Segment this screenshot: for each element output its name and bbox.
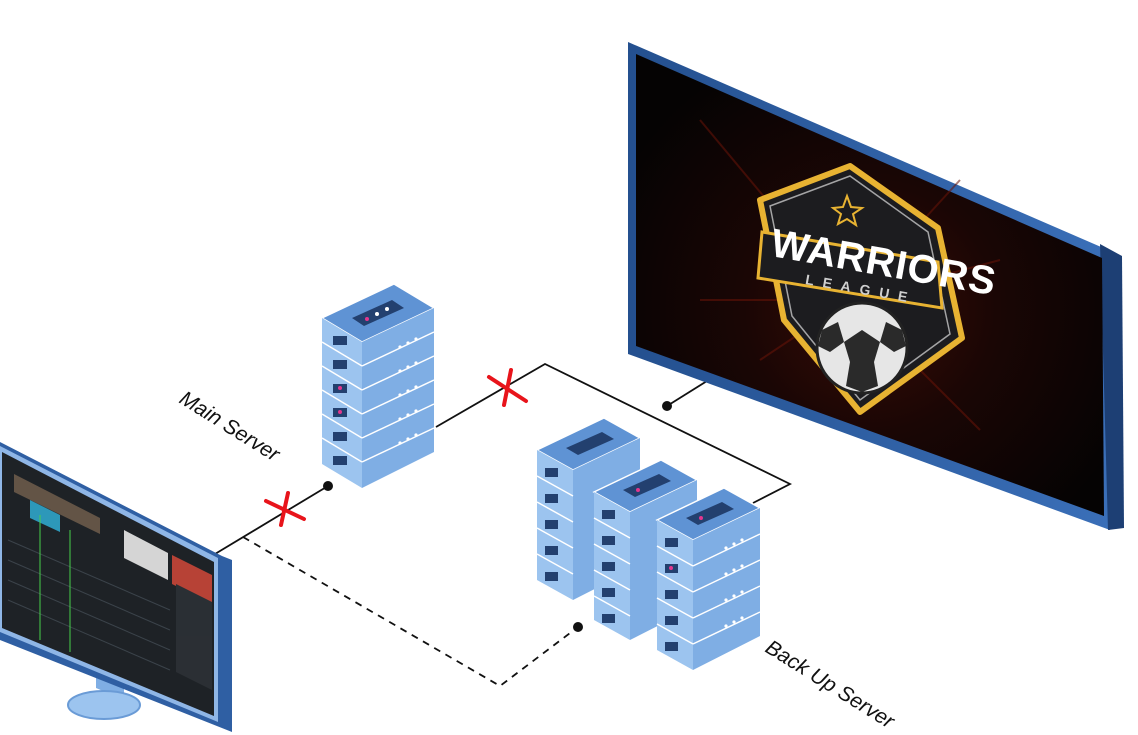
backup-servers: Back Up Server [535, 417, 899, 734]
junction-dot-main [323, 481, 333, 491]
cross-icon [487, 368, 528, 407]
main-server-label: Main Server [175, 387, 284, 467]
junction-dot-wall [662, 401, 672, 411]
led-display-icon: WARRIORS LEAGUE [628, 42, 1124, 530]
junction-dot-backup [573, 622, 583, 632]
link-monitor-backup [242, 536, 579, 688]
cross-icon [264, 491, 306, 527]
link-monitor-main [209, 485, 329, 558]
monitor-icon [0, 442, 232, 732]
backup-server-label: Back Up Server [761, 636, 899, 734]
star-icon [830, 193, 865, 228]
warriors-league-logo: WARRIORS LEAGUE [756, 163, 1000, 415]
link-main-wall [435, 362, 793, 504]
server-rack-icon [320, 283, 436, 488]
main-server: Main Server [175, 283, 436, 488]
soccer-ball-icon [815, 301, 909, 395]
server-rack-icon [655, 487, 762, 670]
